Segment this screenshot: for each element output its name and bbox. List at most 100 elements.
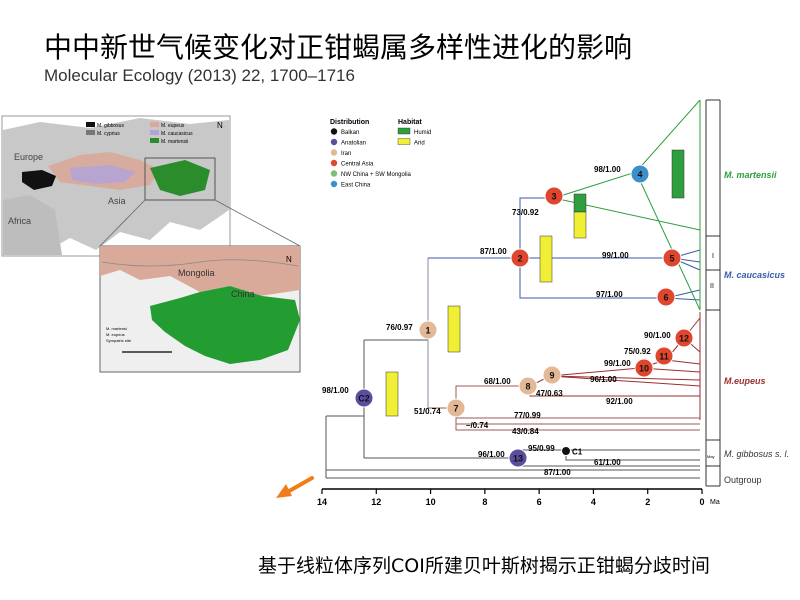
map-north-arrow: N <box>217 121 223 130</box>
support-value: 97/1.00 <box>596 290 623 299</box>
support-value: 51/0.74 <box>414 407 441 416</box>
axis-tick-label: 10 <box>426 497 436 507</box>
map-legend-gibbosus: M. gibbosus <box>97 123 124 129</box>
map-label-africa: Africa <box>8 216 31 226</box>
inset-legend-sympatric: Sympatric site <box>106 338 132 343</box>
inset-north-arrow: N <box>286 255 292 264</box>
clade-gibbosus: M. gibbosus s. l. <box>724 449 789 459</box>
tree-node-3 <box>544 186 564 206</box>
axis-tick-label: 0 <box>699 497 704 507</box>
tree-node-label: 1 <box>425 326 430 336</box>
inset-label-mongolia: Mongolia <box>178 268 215 278</box>
distribution-title: Distribution <box>330 119 369 126</box>
support-value: 47/0.63 <box>536 389 563 398</box>
clade-martensii: M. martensii <box>724 170 777 180</box>
clade-outgroup: Outgroup <box>724 475 762 485</box>
map-legend-cyprius: M. cyprius <box>97 131 120 137</box>
map-legend-caucasicus: M. caucasicus <box>161 131 193 137</box>
tree-node-label: 5 <box>669 254 674 264</box>
distribution-label: Central Asia <box>341 162 374 168</box>
habitat-title: Habitat <box>398 119 422 126</box>
axis-tick-label: 14 <box>317 497 327 507</box>
axis-tick-label: 8 <box>482 497 487 507</box>
distribution-label: NW China + SW Mongolia <box>341 172 412 178</box>
tree-node-9 <box>542 365 562 385</box>
tree-node-7 <box>446 398 466 418</box>
tree-node-label: 9 <box>549 371 554 381</box>
habitat-bars <box>385 149 685 417</box>
support-value: 96/1.00 <box>478 450 505 459</box>
support-value: 68/1.00 <box>484 377 511 386</box>
tree-node-label: 10 <box>639 364 649 374</box>
support-value: 75/0.92 <box>624 347 651 356</box>
habitat-label: Arid <box>414 141 425 147</box>
axis-tick-label: 12 <box>371 497 381 507</box>
tree-legend: Distribution Habitat BalkanAnatolianIran… <box>330 119 431 189</box>
distribution-swatch <box>330 180 338 188</box>
tree-node-label: 2 <box>517 254 522 264</box>
tree-node-label: 8 <box>525 382 530 392</box>
support-value: 43/0.84 <box>512 427 539 436</box>
distribution-swatch <box>330 138 338 146</box>
support-value: 98/1.00 <box>594 165 621 174</box>
tree-node-C2 <box>354 388 374 408</box>
support-value: 99/1.00 <box>602 251 629 260</box>
tree-node-label: 12 <box>679 334 689 344</box>
map-legend-martensii: M. martensii <box>161 139 188 145</box>
slide-caption: 基于线粒体序列COI所建贝叶斯树揭示正钳蝎分歧时间 <box>258 555 710 577</box>
axis-tick-label: 2 <box>645 497 650 507</box>
map-label-europe: Europe <box>14 152 43 162</box>
support-value: 76/0.97 <box>386 323 413 332</box>
clade-eupeus: M.eupeus <box>724 376 766 386</box>
support-value: 92/1.00 <box>606 397 633 406</box>
tree-node-5 <box>662 248 682 268</box>
map-legend-eupeus: M. eupeus <box>161 123 185 129</box>
slide-subtitle: Molecular Ecology (2013) 22, 1700–1716 <box>44 66 355 85</box>
tree-node-C1 <box>561 446 571 456</box>
habitat-swatch <box>397 127 411 135</box>
tree-node-2 <box>510 248 530 268</box>
subclade-may: May <box>707 454 715 459</box>
support-value: 61/1.00 <box>594 458 621 467</box>
inset-legend-martensi: M. martensi <box>106 326 127 331</box>
world-map: M. gibbosus M. cyprius M. eupeus M. cauc… <box>1 115 231 257</box>
inset-legend-eupeus: M. eupeus <box>106 332 125 337</box>
subclade-II: II <box>710 283 714 290</box>
map-label-asia: Asia <box>108 196 126 206</box>
tree-node-label: 4 <box>637 170 642 180</box>
distribution-swatch <box>330 149 338 156</box>
support-value: 95/0.99 <box>528 444 555 453</box>
tree-node-12 <box>674 328 694 348</box>
tree-node-label: 13 <box>513 454 523 464</box>
support-value: 99/1.00 <box>604 359 631 368</box>
tree-node-13 <box>508 448 528 468</box>
tree-node-8 <box>518 376 538 396</box>
support-value: 73/0.92 <box>512 208 539 217</box>
distribution-label: Balkan <box>341 130 359 136</box>
axis-unit: Ma <box>710 499 720 506</box>
tree-node-4 <box>630 164 650 184</box>
support-value: 87/1.00 <box>480 247 507 256</box>
subclade-I: I <box>712 253 714 260</box>
support-value: 90/1.00 <box>644 331 671 340</box>
tree-node-label: 3 <box>551 192 556 202</box>
slide-title: 中中新世气候变化对正钳蝎属多样性进化的影响 <box>44 31 633 64</box>
distribution-label: East China <box>341 183 371 189</box>
distribution-label: Anatolian <box>341 141 366 147</box>
inset-map: Mongolia China N M. martensi M. eupeus S… <box>99 245 301 373</box>
tree-node-label: C2 <box>358 394 370 404</box>
support-value: 77/0.99 <box>514 411 541 420</box>
back-arrow-icon[interactable] <box>276 476 314 498</box>
clade-caucasicus: M. caucasicus <box>724 270 785 280</box>
distribution-label: Iran <box>341 151 351 157</box>
inset-label-china: China <box>231 289 255 299</box>
support-value: 96/1.00 <box>590 375 617 384</box>
tree-node-6 <box>656 287 676 307</box>
tree-node-label: 6 <box>663 293 668 303</box>
tree-node-label: C1 <box>572 448 583 457</box>
habitat-label: Humid <box>414 130 431 136</box>
habitat-swatch <box>397 138 411 145</box>
axis-tick-label: 4 <box>591 497 596 507</box>
